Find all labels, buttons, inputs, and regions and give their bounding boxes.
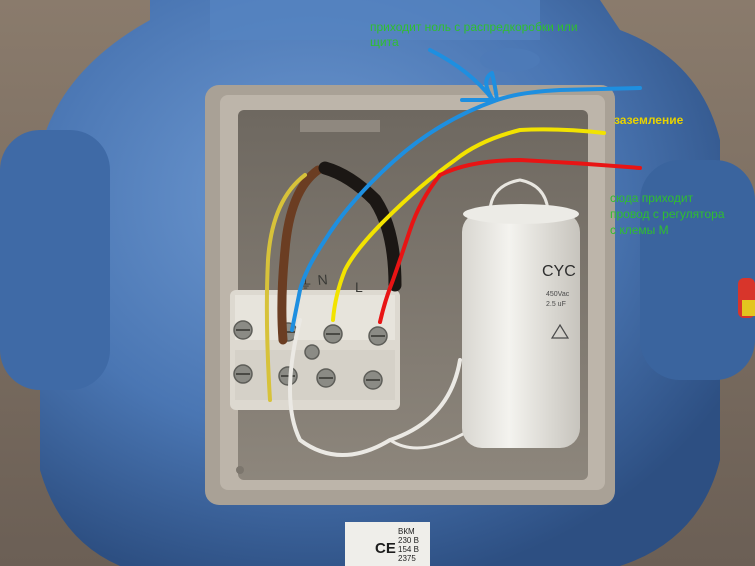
label-line-4: 2375 [398, 554, 416, 563]
annotation-wires [290, 48, 642, 332]
annotation-ground: заземление [614, 113, 684, 127]
label-line-1: ВКМ [398, 527, 415, 536]
edge-object [738, 278, 755, 318]
label-plate: CE ВКМ 230 В 154 В 2375 [345, 522, 430, 566]
label-line-2: 230 В [398, 536, 419, 545]
cable-bundle [264, 161, 472, 457]
capacitor-spec-voltage: 450Vac [546, 291, 570, 298]
terminal-neutral-mark: N [317, 271, 328, 288]
terminal-phase-mark: L [355, 279, 363, 295]
annotation-neutral: приходит ноль с распредкоробки или щита [370, 20, 578, 49]
neutral-wire-drop [290, 98, 499, 332]
annotation-phase: сюда приходит провод с регулятора с клем… [610, 191, 725, 237]
capacitor-brand: CYC [542, 263, 576, 280]
label-line-3: 154 В [398, 545, 419, 554]
ce-mark: CE [375, 540, 396, 557]
phase-wire [378, 158, 642, 324]
capacitor: CYC 450Vac 2.5 uF [462, 178, 580, 448]
capacitor-mark-icon [550, 323, 570, 339]
terminal-block: ⏚ N L [230, 271, 400, 410]
capacitor-spec-capacity: 2.5 uF [546, 301, 566, 308]
ground-wire [331, 127, 606, 322]
